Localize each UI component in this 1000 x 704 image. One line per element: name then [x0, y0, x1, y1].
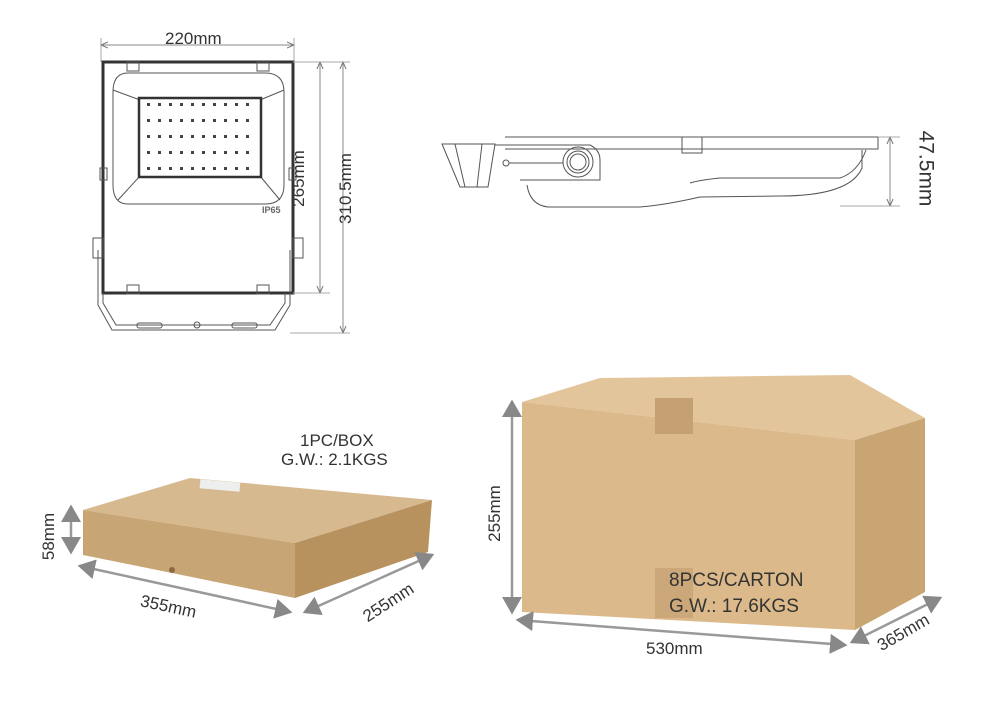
led-dot — [202, 151, 205, 154]
carton-length-label: 530mm — [646, 639, 703, 658]
ip-rating-mark: IP65 — [262, 205, 281, 215]
box-qty-label: 1PC/BOX — [300, 431, 374, 450]
led-dot — [246, 151, 249, 154]
side-depth-label: 47.5mm — [914, 130, 938, 207]
led-dot — [158, 119, 161, 122]
led-dot — [147, 167, 150, 170]
led-dot — [202, 135, 205, 138]
led-dot — [246, 103, 249, 106]
floodlight-side-view — [441, 137, 900, 208]
box-height-label: 58mm — [39, 512, 59, 561]
led-dot — [158, 151, 161, 154]
led-dot — [213, 103, 216, 106]
led-dot — [169, 119, 172, 122]
led-dot — [224, 135, 227, 138]
led-dot — [169, 135, 172, 138]
single-box-illustration — [61, 478, 435, 619]
led-dot — [147, 119, 150, 122]
led-dot — [191, 103, 194, 106]
led-dot — [246, 167, 249, 170]
led-dot — [224, 151, 227, 154]
led-dot — [169, 167, 172, 170]
led-dot — [169, 103, 172, 106]
led-dot — [213, 135, 216, 138]
led-dot — [158, 103, 161, 106]
carton-height-label: 255mm — [484, 485, 504, 542]
floodlight-front-view — [92, 38, 350, 333]
led-dot — [158, 167, 161, 170]
led-dot — [224, 119, 227, 122]
led-dot — [246, 135, 249, 138]
led-dot — [235, 167, 238, 170]
led-dot — [235, 119, 238, 122]
led-dot — [147, 135, 150, 138]
led-dot — [224, 167, 227, 170]
led-dot — [180, 135, 183, 138]
total-height-label: 310.5mm — [335, 153, 355, 224]
led-dot — [202, 119, 205, 122]
carton-illustration — [502, 375, 943, 654]
led-dot — [202, 167, 205, 170]
led-dot — [180, 167, 183, 170]
carton-qty-label: 8PCS/CARTON — [669, 570, 804, 591]
led-dot — [147, 151, 150, 154]
led-dot — [180, 103, 183, 106]
led-dot — [235, 103, 238, 106]
led-dot — [213, 167, 216, 170]
led-dot — [191, 167, 194, 170]
led-dot — [246, 119, 249, 122]
led-dot — [169, 151, 172, 154]
led-dot — [180, 151, 183, 154]
led-dot — [191, 119, 194, 122]
led-dot — [180, 119, 183, 122]
led-dot — [213, 151, 216, 154]
carton-weight-label: G.W.: 17.6KGS — [669, 596, 799, 617]
led-dot — [235, 135, 238, 138]
led-dot — [191, 151, 194, 154]
panel-height-label: 265mm — [288, 150, 308, 207]
led-dot — [224, 103, 227, 106]
led-dot — [147, 103, 150, 106]
led-dot — [213, 119, 216, 122]
led-dot — [202, 103, 205, 106]
box-weight-label: G.W.: 2.1KGS — [281, 450, 388, 469]
led-dot — [158, 135, 161, 138]
led-dot — [191, 135, 194, 138]
led-dot — [235, 151, 238, 154]
front-width-label: 220mm — [165, 29, 222, 48]
